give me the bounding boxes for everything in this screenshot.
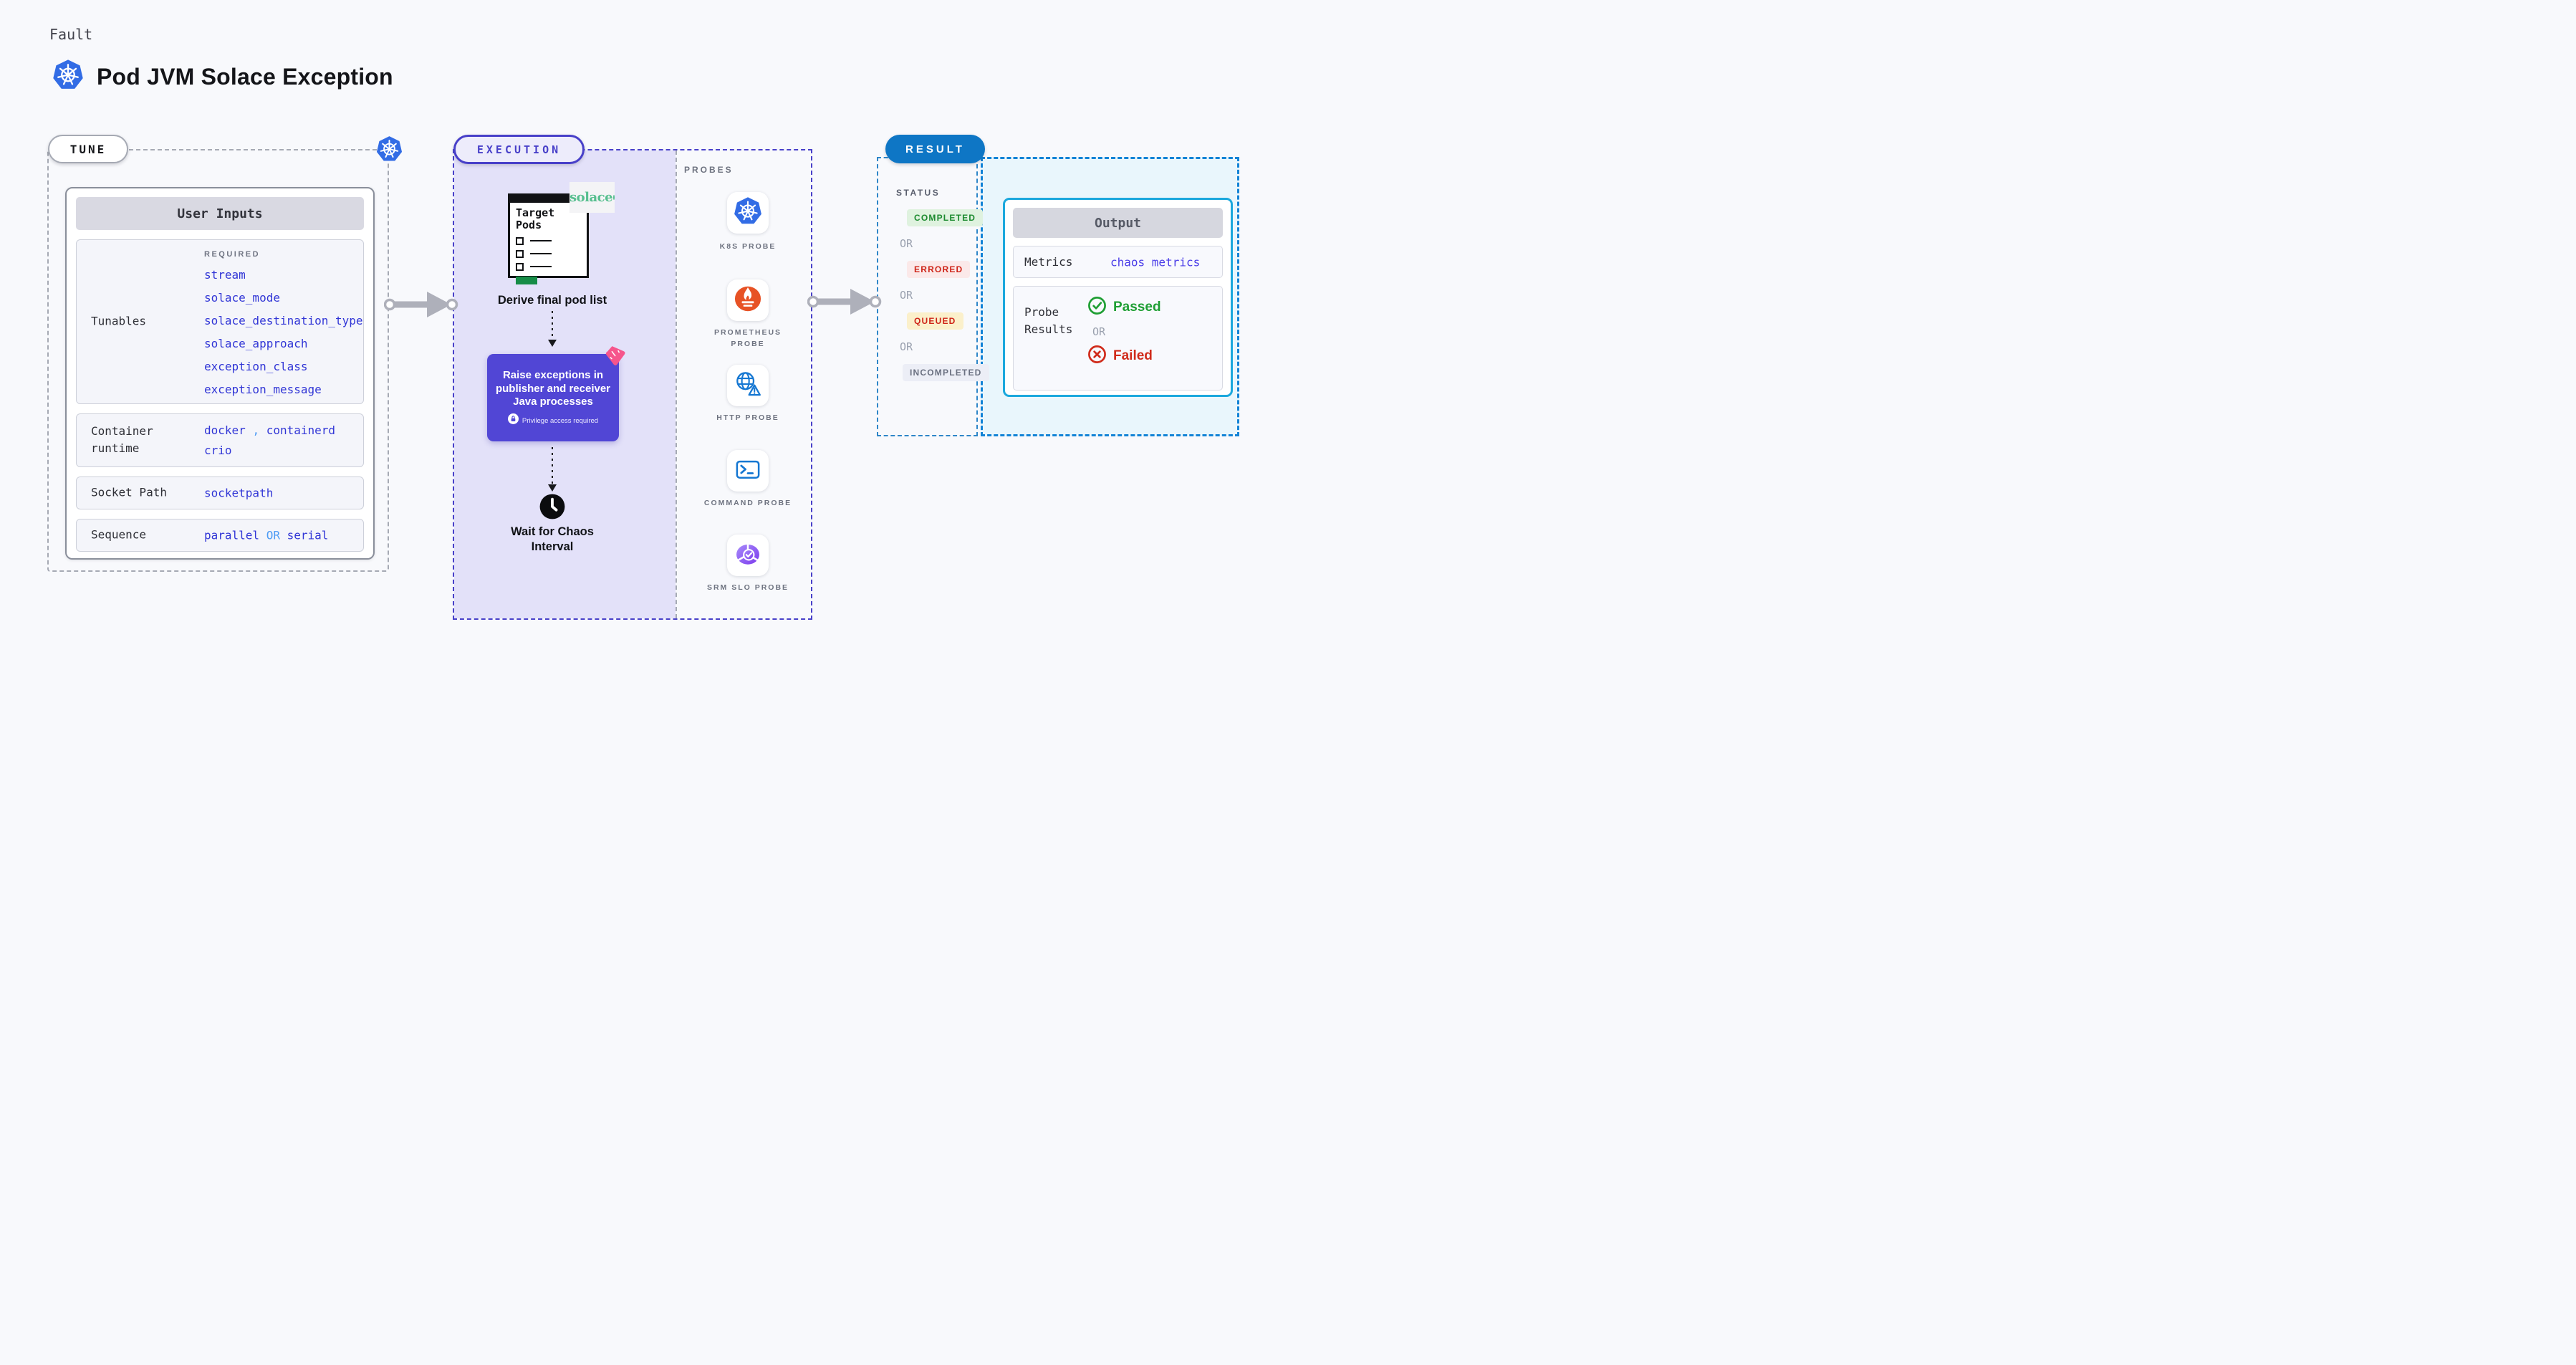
probe-results-label: Probe Results — [1024, 305, 1073, 336]
privilege-row: Privilege access required — [507, 413, 599, 428]
derive-pod-list-label: Derive final pod list — [497, 294, 607, 307]
x-circle-icon — [1087, 345, 1107, 368]
http-probe-card — [727, 365, 769, 406]
kubernetes-corner-icon — [375, 135, 403, 167]
output-card: Output Metrics chaos metrics Probe Resul… — [1003, 198, 1233, 397]
container-runtime-label: Container runtime — [91, 423, 153, 456]
chaos-spark-icon — [602, 343, 628, 371]
probes-column-label: PROBES — [684, 165, 734, 175]
socket-path-value: socketpath — [204, 486, 274, 500]
result-pill: RESULT — [885, 135, 985, 163]
page-title: Pod JVM Solace Exception — [97, 64, 393, 90]
status-badge-incompleted: INCOMPLETED — [903, 364, 989, 381]
tunable-item: stream — [204, 268, 246, 282]
privilege-label: Privilege access required — [522, 416, 599, 425]
metrics-row: Metrics chaos metrics — [1013, 246, 1223, 278]
checkbox-icon — [516, 249, 524, 258]
clock-icon — [539, 493, 566, 524]
target-pods-title: Target Pods — [516, 206, 555, 232]
or-separator: OR — [900, 237, 913, 250]
kubernetes-icon — [733, 196, 763, 230]
flow-dotted-arrow — [547, 311, 558, 350]
raise-exceptions-text: Raise exceptions in publisher and receiv… — [495, 368, 611, 408]
checkbox-icon — [516, 262, 524, 271]
terminal-icon — [733, 454, 763, 488]
srm-slo-probe-card — [727, 535, 769, 576]
page-title-row: Pod JVM Solace Exception — [52, 59, 393, 95]
kubernetes-icon — [52, 59, 85, 95]
wait-chaos-interval-label: Wait for Chaos Interval — [511, 525, 594, 554]
socket-path-label: Socket Path — [91, 485, 167, 499]
metrics-label: Metrics — [1024, 254, 1073, 269]
check-circle-icon — [1087, 296, 1107, 319]
tune-pill: TUNE — [48, 135, 128, 163]
command-probe-card — [727, 450, 769, 492]
solace-logo: solace — [569, 182, 615, 213]
tunable-item: solace_approach — [204, 337, 308, 350]
user-inputs-card: User Inputs Tunables REQUIRED stream sol… — [65, 187, 375, 560]
or-separator: OR — [1092, 325, 1106, 338]
socket-path-row: Socket Path socketpath — [76, 476, 364, 509]
fault-diagram: Fault Pod JVM Solace Exception TUNE — [0, 0, 1288, 682]
probes-divider — [676, 150, 677, 618]
status-column-label: STATUS — [896, 188, 941, 198]
prometheus-probe-label: PROMETHEUS PROBE — [713, 328, 782, 349]
required-label: REQUIRED — [204, 250, 261, 259]
prometheus-probe-card — [727, 279, 769, 321]
raise-exceptions-card: Raise exceptions in publisher and receiv… — [487, 354, 619, 441]
passed-label: Passed — [1113, 300, 1161, 315]
sequence-row: Sequence parallel OR serial — [76, 519, 364, 552]
container-runtime-row: Container runtime docker , containerd cr… — [76, 413, 364, 467]
sequence-value: parallel OR serial — [204, 528, 329, 542]
status-badge-completed: COMPLETED — [907, 209, 984, 226]
output-header: Output — [1013, 208, 1223, 238]
metrics-value: chaos metrics — [1110, 255, 1201, 269]
execution-to-result-arrow — [807, 287, 882, 320]
green-button-shape — [516, 276, 537, 284]
status-badge-errored: ERRORED — [907, 261, 971, 278]
window-titlebar — [509, 195, 587, 203]
or-separator: OR — [900, 289, 913, 302]
or-separator: OR — [900, 340, 913, 353]
tunable-item: solace_mode — [204, 291, 280, 305]
prometheus-icon — [733, 284, 763, 317]
container-runtime-values: docker , containerd crio — [204, 423, 336, 457]
http-probe-label: HTTP PROBE — [716, 413, 779, 422]
tunable-item: exception_message — [204, 383, 322, 396]
tune-section-box — [47, 149, 389, 572]
passed-item: Passed — [1087, 296, 1161, 319]
target-pods-illustration: Target Pods — [508, 193, 589, 284]
checkbox-icon — [516, 236, 524, 245]
tunable-item: solace_destination_type — [204, 314, 363, 327]
failed-label: Failed — [1113, 348, 1153, 363]
tune-to-execution-arrow — [383, 289, 458, 323]
status-badge-queued: QUEUED — [907, 312, 963, 330]
tunables-row: Tunables REQUIRED stream solace_mode sol… — [76, 239, 364, 404]
tunables-label: Tunables — [91, 314, 147, 328]
sequence-label: Sequence — [91, 527, 147, 542]
lock-icon — [507, 413, 519, 428]
execution-pill: EXECUTION — [453, 135, 585, 164]
tunables-values: REQUIRED stream solace_mode solace_desti… — [204, 247, 363, 396]
command-probe-label: COMMAND PROBE — [703, 499, 792, 507]
http-globe-warning-icon — [733, 369, 763, 403]
probe-results-values: Passed OR Failed — [1087, 296, 1161, 368]
failed-item: Failed — [1087, 345, 1161, 368]
fault-eyebrow: Fault — [49, 26, 93, 43]
solace-dot-icon — [613, 195, 615, 200]
k8s-probe-label: K8S PROBE — [719, 242, 777, 251]
tunable-item: exception_class — [204, 360, 308, 373]
probe-results-row: Probe Results Passed OR — [1013, 286, 1223, 391]
srm-slo-probe-label: SRM SLO PROBE — [706, 583, 789, 592]
flow-dotted-arrow — [547, 447, 558, 495]
status-badges-column: COMPLETED OR ERRORED OR QUEUED OR INCOMP… — [900, 209, 989, 381]
k8s-probe-card — [727, 192, 769, 234]
srm-slo-pie-check-icon — [733, 539, 763, 573]
user-inputs-header: User Inputs — [76, 197, 364, 230]
